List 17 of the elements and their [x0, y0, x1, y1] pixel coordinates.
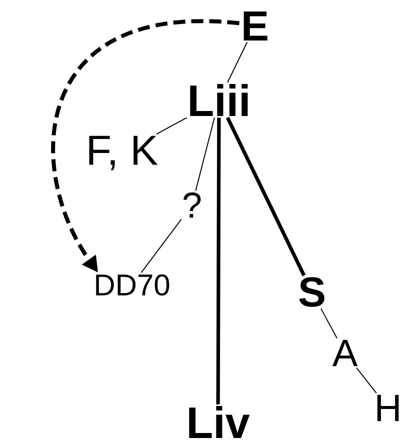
node-label: S — [299, 277, 324, 307]
connector-line — [140, 218, 182, 274]
connector-line — [156, 117, 188, 135]
node-label: Liv — [189, 406, 250, 438]
connector-line — [216, 118, 221, 404]
connector-line — [320, 308, 338, 339]
connector-line — [227, 42, 248, 83]
connector-line — [356, 367, 377, 394]
connector-line — [195, 117, 215, 192]
node-label: H — [377, 394, 399, 422]
connector-line — [226, 116, 306, 276]
node-label: A — [332, 340, 358, 366]
node-label: DD70 — [96, 274, 170, 296]
node-label: E — [244, 12, 268, 40]
node-label: ? — [183, 192, 201, 218]
node-label: F, K — [89, 136, 158, 170]
node-label: Liii — [190, 84, 248, 116]
